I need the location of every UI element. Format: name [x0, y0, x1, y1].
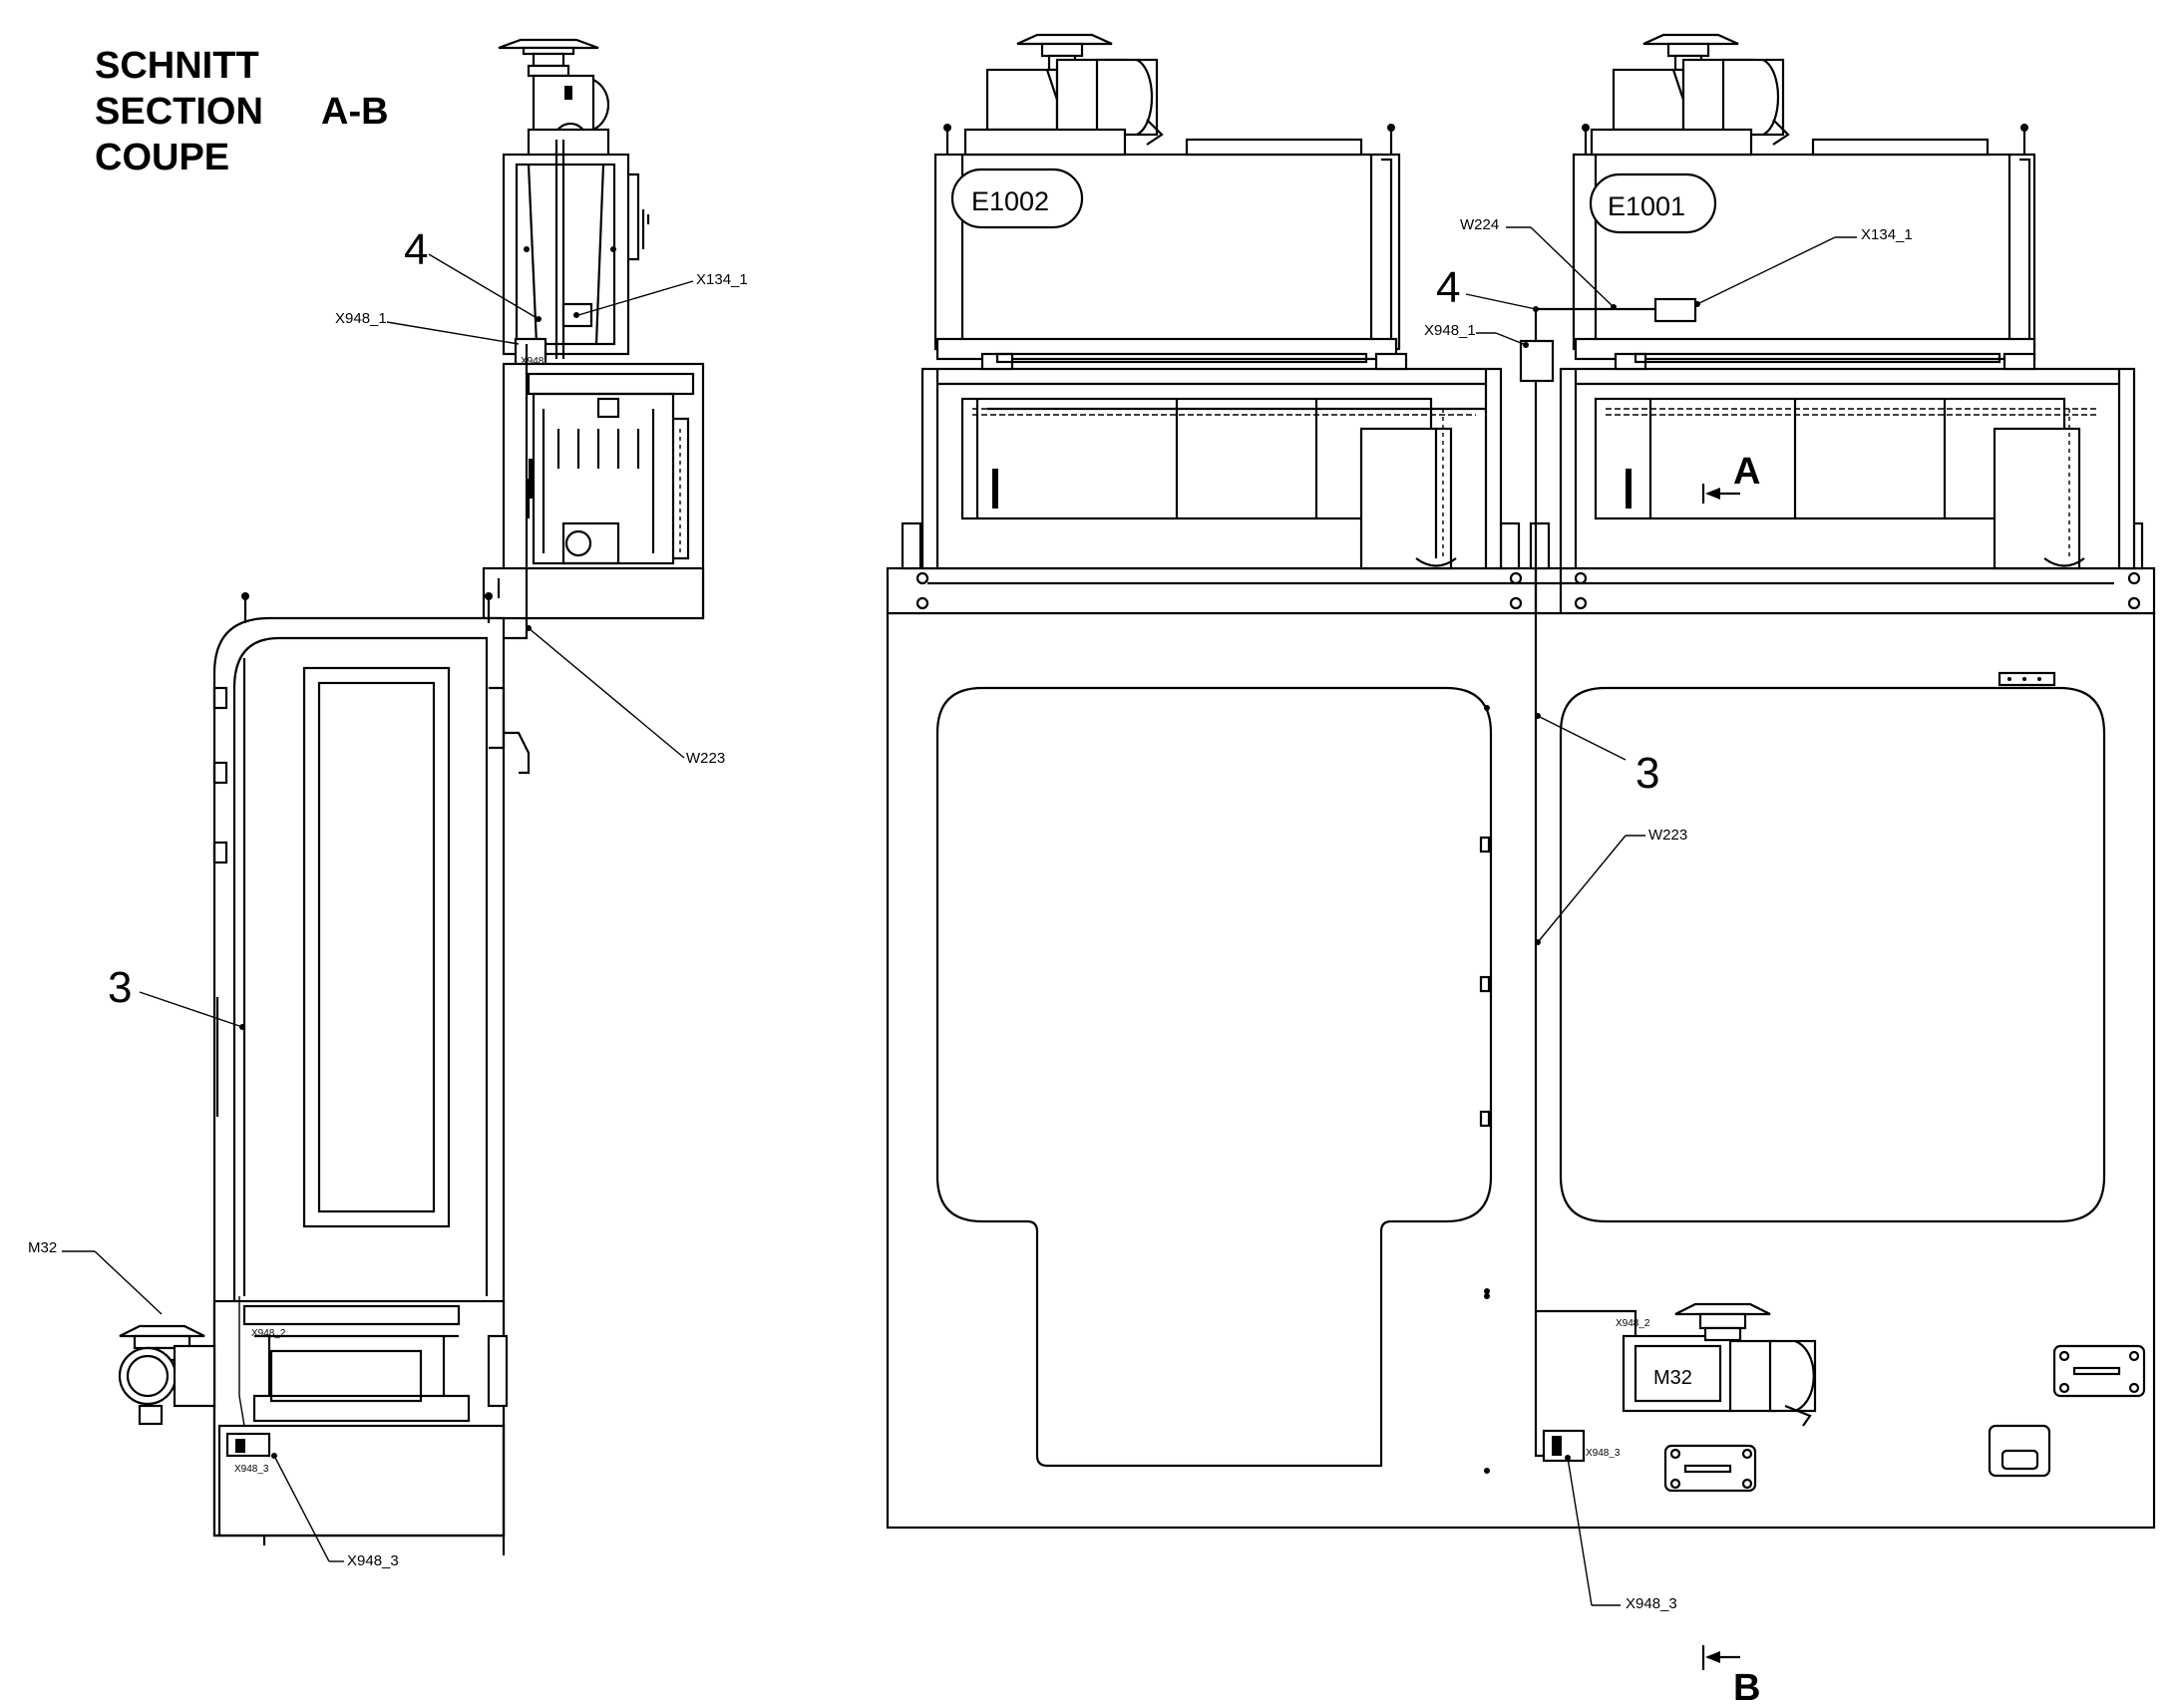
left-panel-opening	[935, 686, 1493, 1468]
unit-label-e1002: E1002	[971, 186, 1049, 216]
callout-3-right: 3	[1635, 749, 1659, 798]
m32-label-right: M32	[1653, 1367, 1692, 1389]
section-title: SCHNITT SECTION COUPE A-B	[95, 45, 389, 178]
svg-text:X948: X948	[521, 356, 545, 367]
callout-4-right: 4	[1436, 263, 1460, 312]
x948-3-label-right: X948_3	[1626, 1595, 1677, 1612]
title-line-2: SECTION	[95, 91, 263, 133]
section-marker-a: A	[1701, 451, 1760, 504]
m32-blower-icon: M32	[1622, 1302, 1817, 1427]
section-a-label: A	[1733, 451, 1760, 493]
x948-2-small-left: X948_2	[251, 1328, 286, 1339]
unit-e1001: E1001	[1559, 33, 2136, 570]
title-line-1: SCHNITT	[95, 45, 259, 87]
callout-3-left: 3	[108, 963, 132, 1012]
section-marker-b: B	[1701, 1645, 1760, 1708]
w223-label-right: W223	[1648, 827, 1687, 844]
x948-1-label-right: X948_1	[1424, 322, 1476, 339]
unit-label-e1001: E1001	[1608, 191, 1685, 221]
m32-label-left: M32	[28, 1239, 57, 1256]
svg-text:X948_3: X948_3	[1586, 1448, 1621, 1459]
right-panel-opening	[1559, 686, 2106, 1223]
callout-4-left: 4	[404, 225, 428, 274]
w223-label-left: W223	[686, 750, 725, 767]
m32-fan-icon	[118, 1324, 216, 1426]
top-fan-icon	[498, 38, 610, 158]
w224-label: W224	[1460, 216, 1499, 233]
section-b-label: B	[1733, 1667, 1760, 1708]
x948-1-label-left: X948_1	[335, 310, 387, 327]
title-line-3: COUPE	[95, 137, 229, 178]
x134-label-right: X134_1	[1861, 226, 1913, 243]
wire-w223-path	[504, 344, 529, 640]
x948-3-label-left: X948_3	[347, 1552, 399, 1569]
base-cabinet	[886, 611, 2156, 1530]
left-side-view: X948	[28, 38, 748, 1569]
x948-2-label-right: X948_2	[1616, 1318, 1650, 1329]
x948-3-small-left: X948_3	[234, 1464, 269, 1475]
section-id: A-B	[321, 91, 389, 133]
unit-e1002: E1002	[920, 33, 1503, 570]
x134-label-left: X134_1	[696, 271, 748, 288]
